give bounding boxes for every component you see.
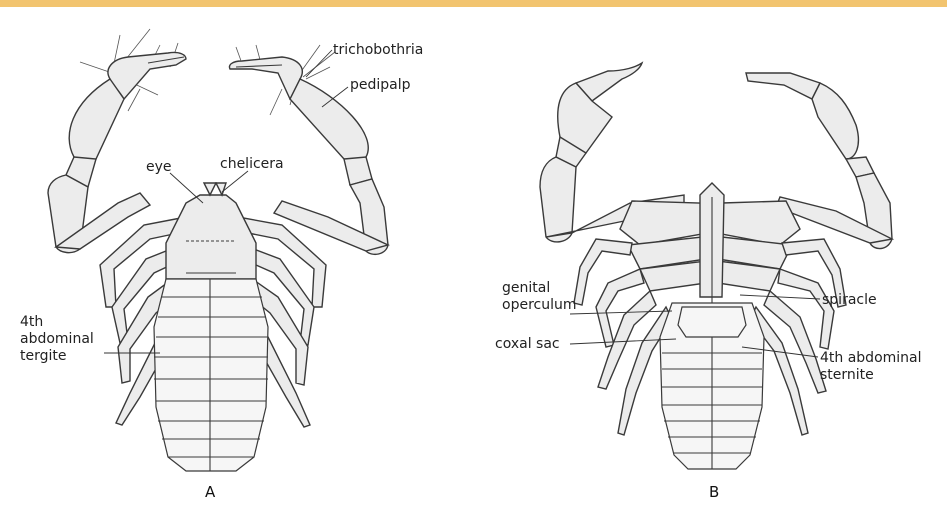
label-genital-operculum-line2: operculum — [502, 297, 576, 313]
label-4th-abdominal-tergite-line1: 4th — [20, 314, 43, 330]
genital-operculum-plate — [678, 307, 746, 337]
coxae-plates — [620, 183, 800, 307]
label-4th-abdominal-tergite-line3: tergite — [20, 348, 67, 364]
abdomen-sternites — [660, 303, 764, 469]
label-spiracle: spiracle — [822, 292, 877, 308]
label-genital-operculum-line1: genital — [502, 280, 550, 296]
label-4th-abdominal-sternite-line2: sternite — [820, 367, 874, 383]
label-4th-abdominal-tergite-line2: abdominal — [20, 331, 94, 347]
label-eye: eye — [146, 159, 172, 175]
label-trichobothria: trichobothria — [333, 42, 423, 58]
abdomen-tergites — [154, 279, 268, 471]
panel-b-ventral-view: genital operculum spiracle coxal sac 4th… — [495, 63, 922, 501]
label-4th-abdominal-sternite-line1: 4th abdominal — [820, 350, 922, 366]
label-chelicera: chelicera — [220, 156, 284, 172]
label-coxal-sac: coxal sac — [495, 336, 560, 352]
top-accent-bar — [0, 0, 947, 7]
label-pedipalp: pedipalp — [350, 77, 411, 93]
scorpion-anatomy-figure: trichobothria pedipalp eye chelicera 4th… — [0, 7, 947, 507]
panel-letter-b: B — [709, 483, 719, 501]
carapace — [166, 183, 256, 279]
panel-a-dorsal-view: trichobothria pedipalp eye chelicera 4th… — [20, 29, 423, 501]
panel-letter-a: A — [205, 483, 216, 501]
